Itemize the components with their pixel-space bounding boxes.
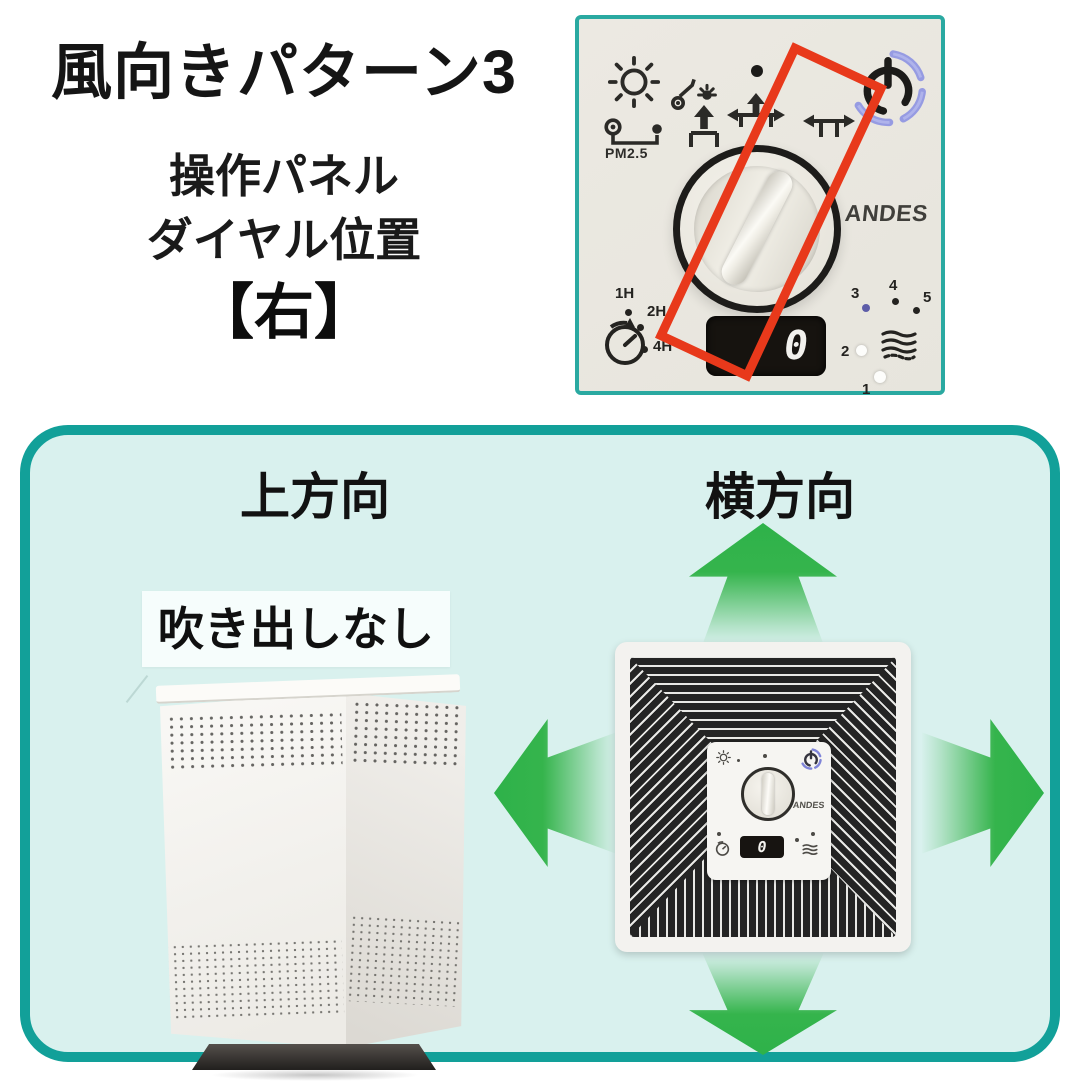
display-value: 0 — [780, 323, 812, 369]
page-title: 風向きパターン3 — [51, 38, 517, 106]
digital-display: 0 — [706, 316, 826, 376]
airflow-arrow-down — [689, 953, 837, 1055]
mini-fan-mark-a — [795, 838, 799, 842]
fan-level-3-label: 3 — [851, 285, 860, 302]
mini-power-icon — [800, 748, 822, 770]
mini-sun-icon — [716, 750, 731, 765]
tower-base — [192, 1044, 436, 1070]
mode-dial-knob — [694, 166, 820, 292]
fan-level-2-dot — [856, 345, 867, 356]
mini-timer-mark — [717, 832, 721, 836]
pm25-sensor-icon — [604, 118, 662, 145]
mini-mode-dot — [763, 754, 767, 758]
subtitle-line1: 操作パネル — [169, 150, 399, 202]
timer-2h-label: 2H — [647, 303, 667, 320]
pm25-label: PM2.5 — [605, 145, 648, 161]
side-direction-heading: 横方向 — [705, 469, 855, 525]
mini-icon-mark — [737, 759, 740, 762]
mini-display: 0 — [740, 836, 784, 858]
sun-icon — [607, 55, 661, 109]
mini-fan-icon — [802, 844, 818, 856]
mini-fan-mark-b — [811, 832, 815, 836]
fan-level-4-dot — [892, 298, 899, 305]
up-direction-heading: 上方向 — [240, 469, 390, 525]
night-light-icon — [671, 78, 717, 110]
blow-side-icon — [803, 114, 855, 137]
tower-side-face — [346, 693, 466, 1048]
timer-1h-dot — [625, 309, 632, 316]
fan-level-2-label: 2 — [841, 343, 850, 360]
tower-wire-detail — [125, 674, 149, 704]
mini-dial — [741, 767, 795, 821]
control-panel-photo: PM2.5 ANDES — [575, 15, 945, 398]
airflow-diagram-panel: 上方向 横方向 吹き出しなし — [20, 425, 1060, 1081]
mini-timer-icon — [715, 841, 730, 856]
timer-4h-dot — [641, 346, 648, 353]
fan-level-4-label: 4 — [889, 277, 898, 294]
mode-dial — [673, 145, 841, 313]
airflow-arrow-left — [494, 719, 616, 867]
air-purifier-tower-photo — [125, 670, 490, 1081]
blow-three-way-icon — [727, 93, 785, 127]
fan-level-1-dot — [874, 371, 886, 383]
fan-level-5-dot — [913, 307, 920, 314]
subtitle-line2: ダイヤル位置 — [146, 214, 422, 266]
fan-level-3-dot — [862, 304, 870, 312]
no-blowout-label: 吹き出しなし — [142, 591, 450, 667]
mini-control-panel: ANDES 0 — [707, 742, 831, 880]
power-icon — [849, 49, 927, 127]
dial-position-label: 【右】 — [194, 279, 374, 346]
unit-top-view-photo: ANDES 0 — [615, 642, 911, 952]
airflow-arrow-up — [689, 523, 837, 645]
airflow-arrow-right — [922, 719, 1044, 867]
mini-brand-logo: ANDES — [792, 800, 826, 810]
fan-level-5-label: 5 — [923, 289, 932, 306]
timer-1h-label: 1H — [615, 285, 635, 302]
fan-level-1-label: 1 — [862, 381, 871, 398]
timer-2h-dot — [637, 324, 644, 331]
timer-4h-label: 4H — [653, 338, 673, 355]
mini-dial-pointer — [762, 773, 774, 815]
timer-icon — [605, 318, 645, 365]
dial-center-dot — [751, 65, 763, 77]
fan-speed-icon — [881, 330, 917, 361]
blow-up-icon — [689, 105, 719, 147]
brand-logo: ANDES — [843, 200, 930, 226]
tower-shadow — [210, 1069, 420, 1081]
tower-front-face — [160, 692, 346, 1048]
mini-display-value: 0 — [756, 838, 768, 856]
